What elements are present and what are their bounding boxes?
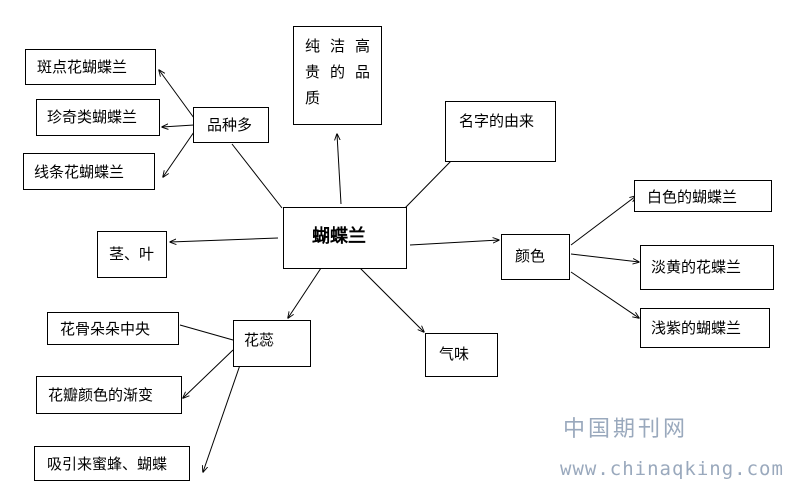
line-center-name-origin — [404, 159, 453, 209]
fragrance-node: 气味 — [425, 333, 498, 377]
stamen-attract-label: 吸引来蜜蜂、蝴蝶 — [47, 455, 168, 473]
stem-leaf-node: 茎、叶 — [97, 231, 167, 278]
stamen-bud-node: 花骨朵朵中央 — [47, 312, 179, 345]
line-center-varieties — [231, 143, 283, 209]
arrow-stamen-attract — [203, 364, 241, 472]
color-yellow-label: 淡黄的花蝶兰 — [651, 258, 742, 276]
stamen-petal-label: 花瓣颜色的渐变 — [48, 386, 154, 404]
color-white-node: 白色的蝴蝶兰 — [634, 180, 772, 212]
fragrance-label: 气味 — [439, 345, 470, 363]
arrow-stamen-petal — [183, 349, 234, 398]
stem-leaf-label: 茎、叶 — [109, 245, 155, 263]
variety-spotted-node: 斑点花蝴蝶兰 — [25, 49, 156, 85]
varieties-node: 品种多 — [193, 107, 269, 143]
watermark-url: www.chinaqking.com — [560, 458, 784, 480]
watermark-site-name: 中国期刊网 — [563, 417, 689, 442]
arrow-center-quality — [337, 134, 342, 205]
arrow-color-purple — [570, 271, 639, 318]
arrow-color-yellow — [570, 253, 639, 262]
quality-line-3: 质 — [305, 89, 331, 107]
stamen-petal-node: 花瓣颜色的渐变 — [36, 376, 182, 414]
arrow-varieties-rare — [162, 125, 195, 127]
stamen-node: 花蕊 — [233, 320, 311, 367]
center-label: 蝴蝶兰 — [312, 226, 366, 247]
color-yellow-node: 淡黄的花蝶兰 — [640, 245, 774, 290]
stamen-attract-node: 吸引来蜜蜂、蝴蝶 — [34, 446, 190, 481]
stamen-label: 花蕊 — [244, 331, 275, 349]
color-purple-label: 浅紫的蝴蝶兰 — [651, 319, 742, 337]
name-origin-label: 名字的由来 — [459, 112, 535, 130]
arrow-center-color — [409, 240, 499, 246]
arrow-center-stamen — [288, 261, 326, 318]
center-node: 蝴蝶兰 — [283, 207, 407, 269]
arrow-center-fragrance — [359, 267, 424, 332]
line-stamen-bud — [179, 324, 234, 341]
arrow-color-white — [570, 196, 636, 246]
arrow-varieties-spotted — [159, 70, 195, 119]
variety-spotted-label: 斑点花蝴蝶兰 — [37, 58, 128, 76]
stamen-bud-label: 花骨朵朵中央 — [60, 320, 151, 338]
variety-striped-label: 线条花蝴蝶兰 — [34, 163, 125, 181]
color-white-label: 白色的蝴蝶兰 — [647, 188, 738, 206]
variety-rare-node: 珍奇类蝴蝶兰 — [36, 99, 160, 136]
color-purple-node: 浅紫的蝴蝶兰 — [640, 308, 770, 348]
quality-line-2: 贵的品 — [305, 63, 381, 81]
arrow-center-stem-leaf — [170, 237, 279, 242]
variety-rare-label: 珍奇类蝴蝶兰 — [47, 108, 138, 126]
name-origin-node: 名字的由来 — [445, 101, 556, 162]
varieties-label: 品种多 — [207, 116, 253, 134]
quality-line-1: 纯洁高 — [305, 37, 381, 55]
color-label: 颜色 — [515, 247, 546, 265]
color-node: 颜色 — [501, 234, 570, 280]
arrow-varieties-striped — [163, 131, 195, 177]
variety-striped-node: 线条花蝴蝶兰 — [23, 153, 155, 190]
quality-node: 纯洁高 贵的品 质 — [293, 26, 382, 125]
